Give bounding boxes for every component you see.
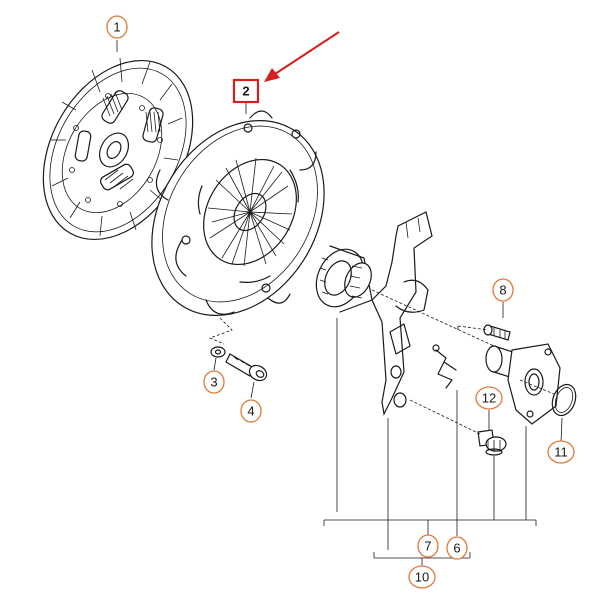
- callout-label: 8: [499, 283, 506, 298]
- callout-label: 6: [453, 541, 460, 556]
- callout-ring: [475, 386, 503, 410]
- callout-ring: [417, 534, 439, 558]
- callout-6[interactable]: 6: [446, 536, 468, 560]
- leader-line: [208, 317, 233, 345]
- callout-label: 12: [482, 391, 496, 406]
- ball-stud[interactable]: [477, 429, 507, 456]
- o-ring[interactable]: [548, 381, 580, 419]
- alignment-lines: [371, 289, 555, 435]
- callout-3[interactable]: 3: [203, 370, 225, 394]
- callout-ring: [408, 565, 436, 589]
- callout-label: 10: [415, 570, 429, 585]
- callout-ring: [446, 536, 468, 560]
- retaining-spring[interactable]: [432, 344, 457, 389]
- highlight-arrow: [264, 31, 340, 82]
- pressure-plate[interactable]: [117, 88, 360, 347]
- callout-12[interactable]: 12: [475, 386, 503, 410]
- bolt[interactable]: [225, 353, 269, 384]
- callout-4[interactable]: 4: [240, 399, 262, 423]
- callout-ring: [492, 278, 514, 302]
- guide-sleeve[interactable]: [485, 343, 561, 425]
- release-bearing[interactable]: [307, 242, 376, 315]
- highlight-box: [232, 78, 260, 104]
- washer[interactable]: [210, 346, 226, 358]
- callout-label: 3: [210, 375, 217, 390]
- callout-10[interactable]: 10: [408, 565, 436, 589]
- callout-label: 4: [247, 404, 254, 419]
- callout-label: 11: [554, 445, 568, 460]
- release-fork[interactable]: [371, 211, 433, 416]
- callout-2[interactable]: 2: [232, 78, 260, 104]
- callout-ring: [240, 399, 262, 423]
- callout-7[interactable]: 7: [417, 534, 439, 558]
- callout-1[interactable]: 1: [106, 15, 128, 39]
- clutch-disc[interactable]: [13, 34, 223, 266]
- callout-stubs: [116, 40, 563, 443]
- callout-ring: [547, 440, 575, 464]
- callout-ring: [203, 370, 225, 394]
- callout-label: 7: [424, 539, 431, 554]
- callout-8[interactable]: 8: [492, 278, 514, 302]
- callout-11[interactable]: 11: [547, 440, 575, 464]
- callout-label: 2: [242, 84, 249, 99]
- guide-bolt[interactable]: [483, 324, 511, 341]
- callout-label: 1: [113, 20, 120, 35]
- bracket-lines: [323, 318, 537, 566]
- callout-ring: [106, 15, 128, 39]
